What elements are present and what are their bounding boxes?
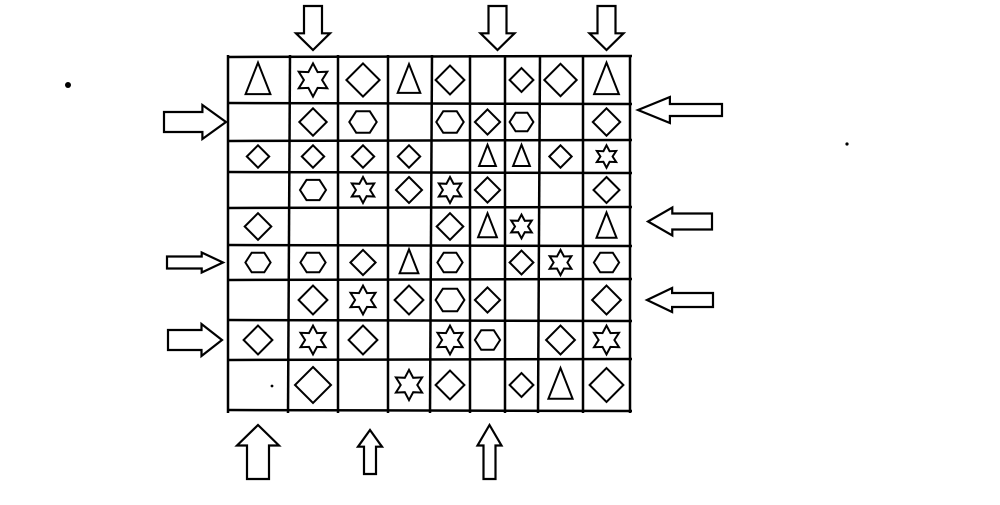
right-arrow (166, 321, 224, 359)
dot-bottom-cell (270, 384, 274, 388)
grid-lines (226, 54, 633, 414)
hexagon-shape (592, 251, 621, 274)
hexagon-shape (298, 178, 328, 202)
hexagon-shape (473, 329, 502, 351)
star-shape (394, 367, 424, 403)
down-arrow (586, 4, 627, 52)
up-arrow (475, 422, 504, 481)
diamond-shape (544, 324, 577, 356)
grid-line-vertical (428, 54, 434, 414)
star-shape (509, 212, 534, 241)
up-arrow (355, 428, 385, 476)
hexagon-shape (436, 251, 464, 274)
diamond-shape (547, 143, 574, 170)
diamond-shape (297, 284, 329, 316)
diamond-shape (592, 175, 621, 205)
grid-line-vertical (286, 54, 292, 414)
hexagon-shape (508, 111, 535, 133)
diamond-shape (473, 107, 502, 137)
diamond-shape (473, 175, 502, 205)
diamond-shape (243, 211, 273, 242)
star-shape (594, 143, 619, 170)
triangle-shape (398, 246, 420, 275)
right-arrow (165, 250, 226, 275)
diamond-shape (242, 324, 274, 356)
diamond-shape (508, 66, 535, 94)
triangle-shape (476, 210, 499, 239)
left-arrow (635, 95, 724, 125)
diamond-shape (396, 143, 422, 170)
grid-line-horizontal (227, 138, 633, 143)
diamond-shape (435, 211, 465, 242)
hexagon-shape (435, 110, 465, 134)
dot-right (845, 142, 849, 146)
diamond-shape (591, 106, 622, 138)
left-arrow (644, 286, 715, 314)
diamond-shape (348, 248, 378, 277)
diamond-shape (434, 369, 466, 401)
triangle-shape (546, 365, 575, 400)
diamond-shape (434, 64, 466, 96)
left-arrow (645, 205, 714, 238)
star-shape (436, 174, 464, 206)
hexagon-shape (244, 251, 272, 274)
grid-line-horizontal (227, 54, 633, 59)
grid-line-vertical (536, 54, 542, 414)
diamond-shape (347, 324, 379, 356)
diamond-shape (300, 143, 326, 170)
star-shape (348, 283, 378, 317)
diamond-shape (297, 106, 329, 138)
diamond-shape (394, 175, 424, 205)
diamond-shape (508, 371, 535, 399)
diamond-shape (542, 62, 579, 98)
diamond-shape (393, 284, 425, 316)
triangle-shape (592, 59, 621, 96)
triangle-shape (396, 61, 422, 94)
grid-line-horizontal (227, 101, 633, 106)
diamond-shape (473, 285, 502, 315)
diamond-shape (588, 366, 625, 404)
diamond-shape (293, 365, 333, 405)
dot-top-left (65, 82, 71, 88)
hexagon-shape (434, 287, 466, 313)
triangle-shape (477, 142, 498, 167)
diamond-shape (350, 143, 376, 170)
grid-line-horizontal (227, 170, 633, 175)
star-shape (298, 323, 328, 357)
triangle-shape (511, 142, 532, 167)
up-arrow (234, 423, 282, 481)
star-shape (435, 323, 465, 357)
diamond-shape (590, 284, 623, 316)
hexagon-shape (299, 251, 327, 274)
star-shape (349, 174, 377, 206)
right-arrow (162, 102, 228, 142)
hexagon-shape (348, 110, 378, 134)
star-shape (592, 323, 621, 357)
diamond-shape (508, 249, 535, 276)
triangle-shape (595, 209, 618, 239)
triangle-shape (244, 59, 272, 96)
star-shape (296, 61, 330, 99)
down-arrow (293, 4, 333, 52)
diamond-shape (344, 61, 382, 99)
diamond-shape (245, 143, 271, 170)
star-shape (547, 247, 574, 278)
down-arrow (477, 4, 518, 52)
